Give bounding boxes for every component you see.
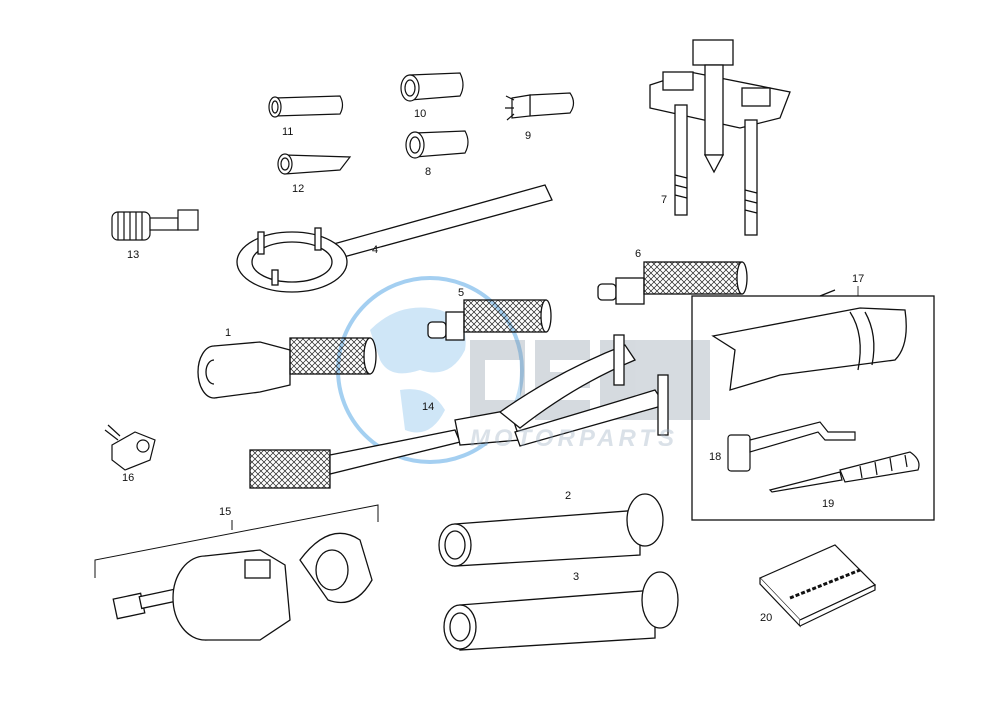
item-3-sleeve — [443, 571, 679, 651]
callout-1: 1 — [225, 327, 232, 339]
item-12-socket — [277, 153, 352, 175]
callout-19: 19 — [822, 498, 835, 510]
callout-6: 6 — [635, 248, 642, 260]
item-18-box-wrench — [727, 421, 856, 472]
item-16-tool — [104, 424, 156, 471]
callout-18: 18 — [709, 451, 722, 463]
item-15-bracket — [94, 504, 379, 578]
item-19-screwdriver — [768, 451, 920, 493]
callout-4: 4 — [372, 244, 379, 256]
item-10-socket — [400, 72, 464, 102]
item-9-socket — [505, 92, 575, 121]
item-17-pouch — [711, 307, 907, 391]
item-4-pin-spanner — [236, 184, 553, 293]
item-1-driver — [197, 337, 377, 399]
item-20-manual — [758, 544, 877, 628]
callout-8: 8 — [425, 166, 432, 178]
callout-17: 17 — [852, 273, 865, 285]
item-2-sleeve — [438, 493, 664, 567]
item-11-socket — [268, 95, 344, 118]
callout-7: 7 — [661, 194, 668, 206]
callout-12: 12 — [292, 183, 305, 195]
callout-11: 11 — [282, 126, 294, 138]
item-17-kit-box — [691, 289, 935, 521]
item-7-puller — [649, 39, 791, 236]
callout-5: 5 — [458, 287, 465, 299]
item-13-adapter — [111, 209, 199, 241]
item-5-driver — [427, 299, 552, 341]
watermark-subtext: MOTORPARTS — [470, 425, 679, 452]
callout-16: 16 — [122, 472, 135, 484]
item-15-extractor-set — [112, 532, 373, 641]
item-14-forked-tool — [249, 334, 669, 489]
callout-2: 2 — [565, 490, 572, 502]
callout-15: 15 — [219, 506, 232, 518]
callout-14: 14 — [422, 401, 435, 413]
callout-20: 20 — [760, 612, 773, 624]
callout-10: 10 — [414, 108, 427, 120]
callout-3: 3 — [573, 571, 580, 583]
item-6-driver — [597, 261, 748, 305]
item-8-socket — [405, 130, 469, 159]
callout-13: 13 — [127, 249, 140, 261]
callout-9: 9 — [525, 130, 532, 142]
